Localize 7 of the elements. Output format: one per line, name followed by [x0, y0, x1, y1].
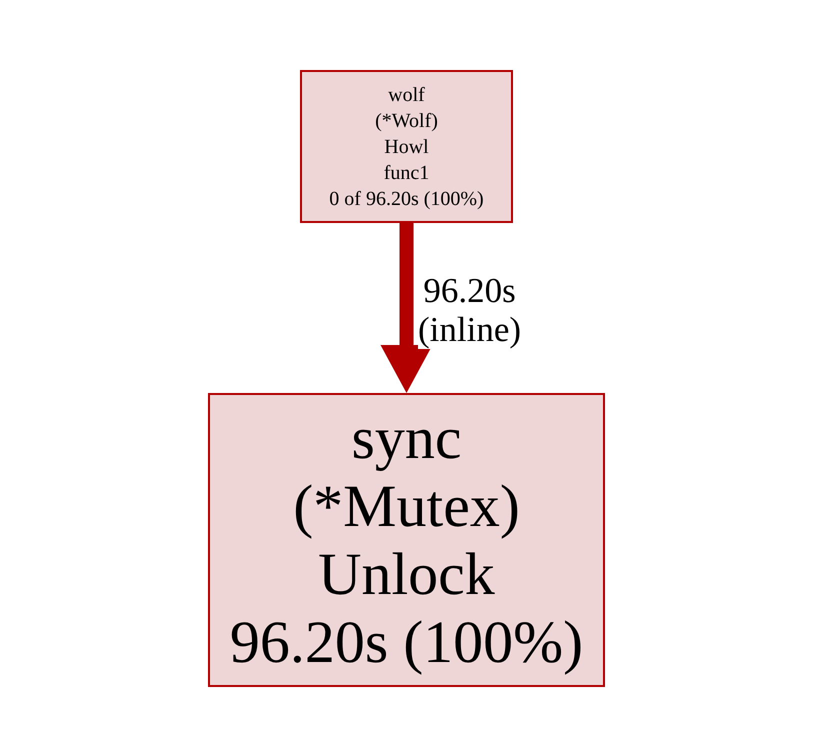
sample-count: 0 of 96.20s (100%) — [329, 186, 484, 212]
function-box — [300, 70, 513, 223]
function-box — [208, 393, 605, 687]
function-name: sync (*Mutex) Unlock — [293, 404, 520, 608]
function-name: wolf (*Wolf) Howl func1 — [375, 82, 438, 186]
sample-count: 96.20s (100%) — [230, 608, 584, 676]
arrow — [380, 223, 432, 393]
